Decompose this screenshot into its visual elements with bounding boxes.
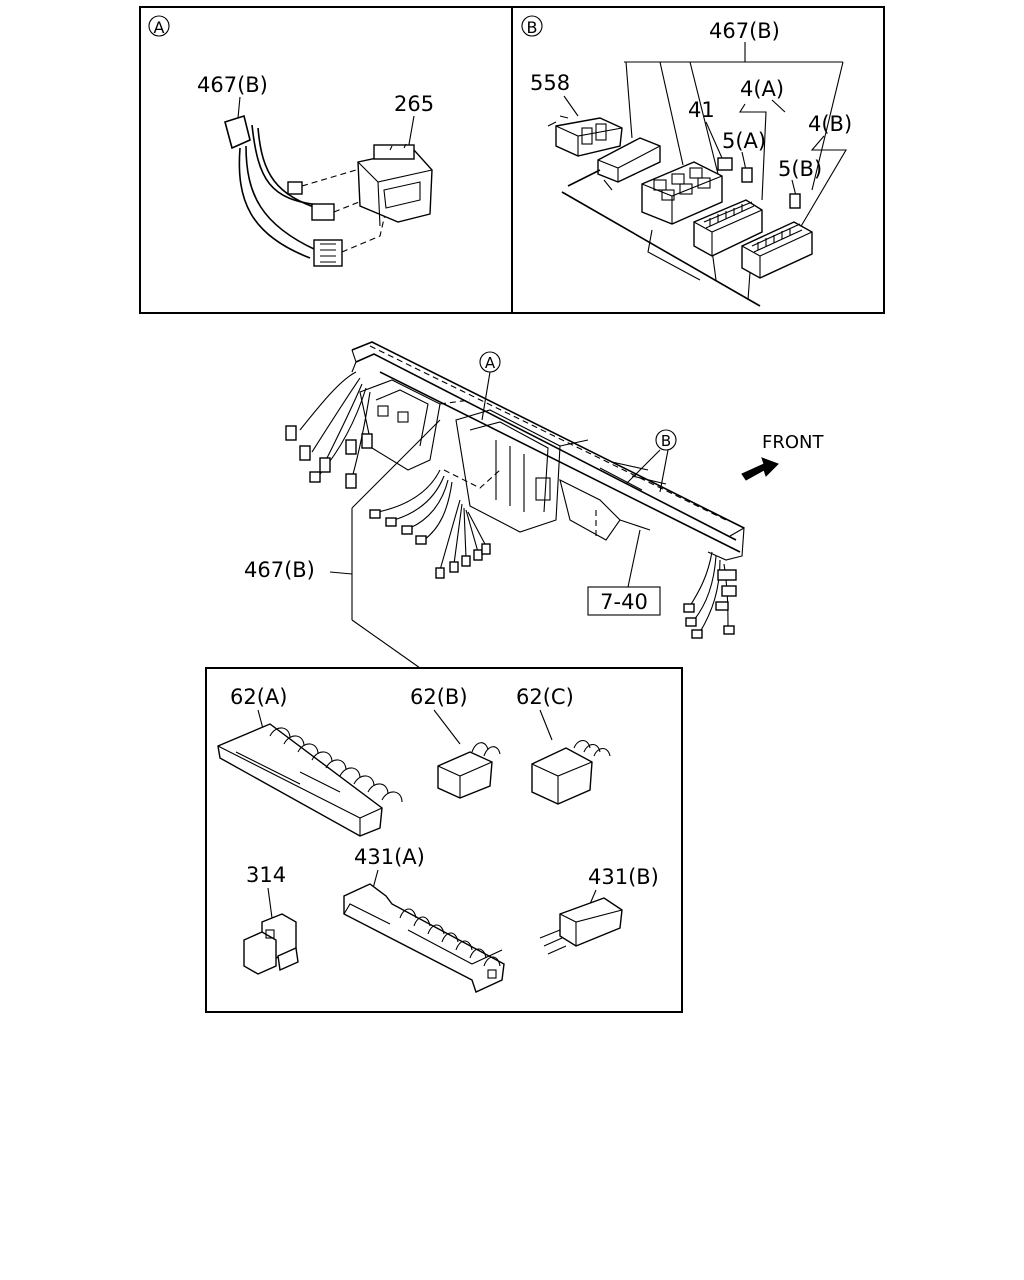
fuse-5a (741, 167, 753, 183)
main-harness-leader (329, 419, 441, 669)
harness-branches-lower (369, 469, 491, 579)
part-62c-label: 62(C) (516, 685, 574, 709)
part-431b (539, 897, 623, 955)
leader-line (625, 449, 661, 485)
detail-b-frame (511, 6, 885, 314)
part-62a-label: 62(A) (230, 685, 287, 709)
fuse-box-41 (641, 161, 723, 225)
detail-a-small-connectors (287, 181, 343, 267)
harness-branches-left (285, 371, 373, 489)
detail-b-marker-circle (521, 15, 543, 37)
fuse-5a-label: 5(A) (722, 129, 766, 153)
connector-265 (357, 143, 433, 227)
main-harness-view: A B FRONT (244, 341, 824, 669)
part-314-label: 314 (246, 863, 286, 887)
relay-block-label: 558 (530, 71, 570, 95)
part-431a-label: 431(A) (354, 845, 425, 869)
leader-line (237, 96, 241, 119)
relay-box (597, 137, 661, 183)
fuse-block-4b (741, 221, 813, 279)
relay-block-558 (547, 115, 623, 157)
detail-a-marker: A (154, 18, 165, 37)
fuse-5b (789, 193, 801, 209)
fuse-block-4a (693, 199, 763, 257)
harness-branches-right (683, 551, 737, 639)
front-label: FRONT (762, 432, 824, 453)
detail-a-harness-wires (224, 114, 323, 259)
callout-b-circle (655, 429, 677, 451)
detail-a-frame (139, 6, 513, 314)
fuse-4a-label: 4(A) (740, 77, 784, 101)
part-62a (217, 723, 403, 837)
callout-a: A (485, 354, 496, 372)
detail-b-harness-wires (561, 169, 761, 307)
part-431b-label: 431(B) (588, 865, 659, 889)
leader-line (659, 449, 669, 493)
crossmember-outline (351, 341, 745, 561)
detail-b-marker: B (527, 18, 538, 37)
detail-a-harness-label: 467(B) (197, 73, 268, 97)
ref-box: 7-40 (600, 590, 648, 614)
fuse-41-small (717, 157, 733, 171)
detail-a-panel: A 467(B) 265 (139, 6, 513, 314)
part-62b-label: 62(B) (410, 685, 468, 709)
main-harness-label: 467(B) (244, 558, 315, 582)
detail-a-marker-circle (148, 15, 170, 37)
part-314 (243, 913, 299, 975)
detail-b-leaders (563, 42, 847, 229)
leader-line (627, 529, 641, 588)
part-62b (437, 742, 501, 799)
part-431a (343, 883, 505, 993)
parts-box-frame (205, 667, 683, 1013)
detail-a-connector-label: 265 (394, 92, 434, 116)
front-arrow-icon (741, 457, 779, 481)
fuse-box-label: 41 (688, 98, 715, 122)
ref-box-frame (587, 586, 661, 616)
part-62c (531, 739, 611, 805)
callout-b: B (661, 432, 671, 450)
detail-b-harness-label: 467(B) (709, 19, 780, 43)
parts-box: 62(A) 62(B) 62(C) 314 431(A) 431(B) (205, 667, 683, 1013)
detail-b-panel: B 467(B) 558 41 4(A) 4(B) 5(A) 5(B) (511, 6, 885, 314)
